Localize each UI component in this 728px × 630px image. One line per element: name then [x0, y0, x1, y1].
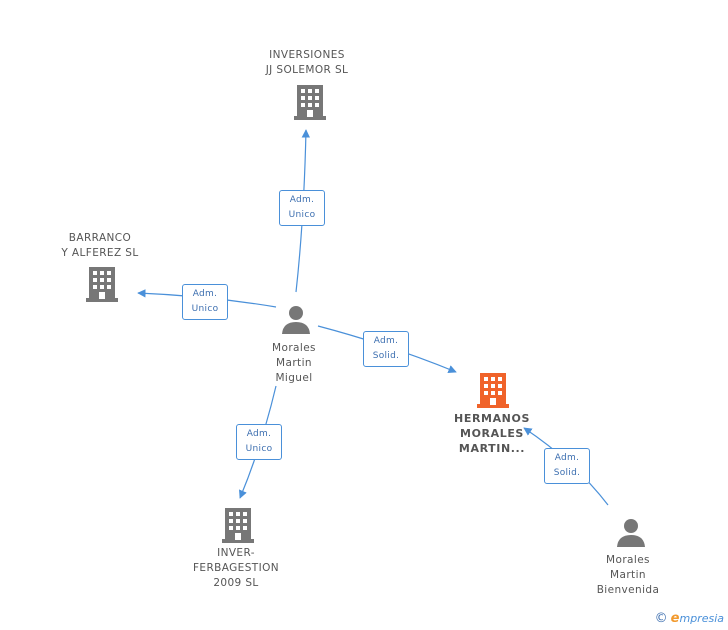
edge-badge-barranco[interactable]: Adm. Unico: [182, 284, 228, 320]
building-icon[interactable]: [294, 84, 326, 120]
label-line: 2009 SL: [213, 577, 259, 589]
edge-badge-line: Solid.: [553, 468, 581, 478]
label-line: Martin: [610, 569, 646, 581]
company-label-hermanos[interactable]: HERMANOS MORALES MARTIN...: [436, 411, 548, 456]
edge-badge-hermanos[interactable]: Adm. Solid.: [363, 331, 409, 367]
building-focus-icon[interactable]: [477, 372, 509, 408]
brand-footer[interactable]: © empresia: [655, 611, 724, 626]
brand-name: mpresia: [679, 612, 724, 625]
label-line: Morales: [606, 554, 650, 566]
building-icon[interactable]: [222, 507, 254, 543]
building-icon[interactable]: [86, 266, 118, 302]
edge-badge-bienvenida[interactable]: Adm. Solid.: [544, 448, 590, 484]
label-line: MARTIN...: [458, 442, 526, 455]
label-line: Morales: [272, 342, 316, 354]
person-icon[interactable]: [281, 304, 311, 334]
edge-badge-line: Unico: [191, 304, 219, 314]
edge-badge-inverferba[interactable]: Adm. Unico: [236, 424, 282, 460]
edge-badge-line: Adm.: [246, 429, 272, 439]
label-line: INVERSIONES: [269, 49, 345, 61]
label-line: INVER-: [217, 547, 255, 559]
edge-badge-line: Unico: [245, 444, 273, 454]
person-label-miguel[interactable]: Morales Martin Miguel: [246, 341, 342, 386]
edge-badge-line: Adm.: [373, 336, 399, 346]
label-line: FERBAGESTION: [192, 562, 280, 574]
edge-badge-line: Adm.: [289, 195, 315, 205]
company-label-inversiones[interactable]: INVERSIONES JJ SOLEMOR SL: [250, 48, 364, 78]
company-label-inverferba[interactable]: INVER- FERBAGESTION 2009 SL: [180, 546, 292, 591]
person-label-bienvenida[interactable]: Morales Martin Bienvenida: [580, 553, 676, 598]
person-icon[interactable]: [616, 517, 646, 547]
label-line: MORALES: [460, 427, 524, 440]
label-line: JJ SOLEMOR SL: [265, 64, 349, 76]
label-line: Martin: [276, 357, 312, 369]
edge-badge-inversiones[interactable]: Adm. Unico: [279, 190, 325, 226]
copyright-icon: ©: [654, 611, 668, 626]
edge-badge-line: Adm.: [192, 289, 218, 299]
brand-initial: e: [670, 611, 680, 626]
brand-logo: empresia: [671, 611, 724, 626]
edge-badge-line: Unico: [288, 210, 316, 220]
label-line: BARRANCO: [68, 232, 132, 244]
company-label-barranco[interactable]: BARRANCO Y ALFEREZ SL: [44, 231, 156, 261]
edge-badge-line: Adm.: [554, 453, 580, 463]
label-line: Y ALFEREZ SL: [61, 247, 139, 259]
label-line: Miguel: [275, 372, 313, 384]
label-line: HERMANOS: [454, 412, 530, 425]
edge-badge-line: Solid.: [372, 351, 400, 361]
label-line: Bienvenida: [596, 584, 660, 596]
